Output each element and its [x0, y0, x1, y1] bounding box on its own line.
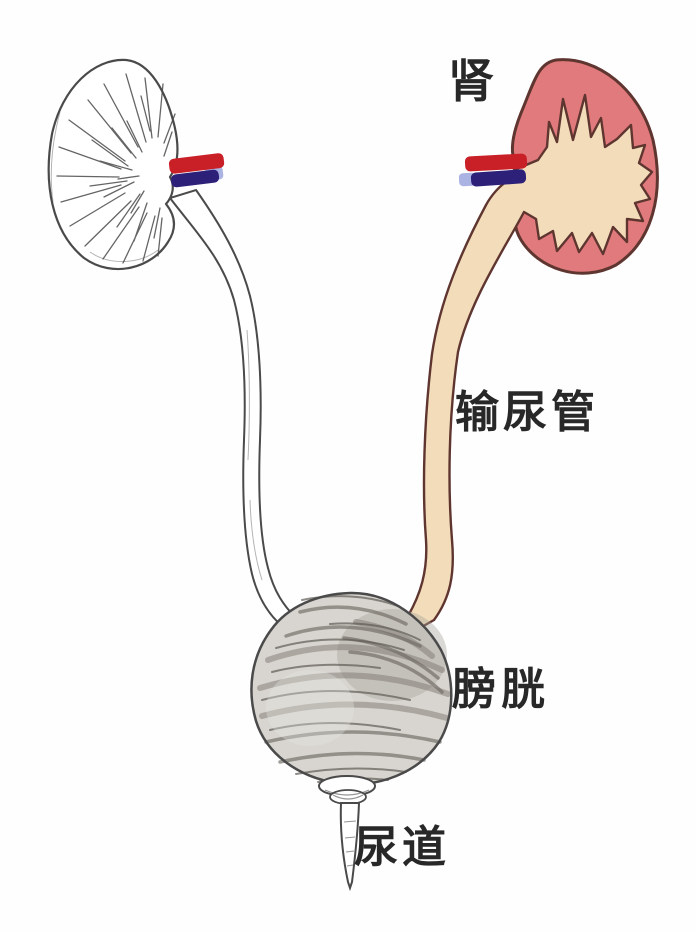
bladder-highlight — [266, 670, 354, 746]
right-renal-vein — [470, 169, 527, 187]
left-kidney-sketch — [47, 58, 179, 271]
left-renal-vessels — [168, 153, 225, 188]
left-ureter-sketch-accent — [246, 329, 263, 581]
left-renal-artery — [168, 153, 225, 174]
left-renal-vein — [171, 169, 220, 188]
bladder — [250, 591, 453, 786]
bladder-muscle-bands-mid — [264, 605, 444, 764]
kidney-striations — [56, 73, 176, 264]
left-kidney-inner-line — [50, 111, 159, 263]
urethra-tube — [339, 802, 361, 892]
neck-sketch-lines — [324, 789, 370, 800]
right-kidney-illustration — [406, 58, 659, 630]
bladder-label: 膀胱 — [452, 665, 550, 714]
right-renal-vessels — [458, 153, 528, 187]
bladder-muscle-bands-soft — [257, 619, 451, 721]
urethra-label: 尿道 — [354, 823, 450, 872]
right-renal-artery — [464, 153, 528, 172]
neck-ring-inner — [329, 789, 367, 805]
left-ureter-tube — [168, 188, 298, 628]
ureter-label: 输尿管 — [455, 388, 599, 437]
kidney-label: 肾 — [448, 55, 494, 107]
left-ureter — [168, 188, 298, 628]
bladder-neck — [318, 775, 376, 805]
urethra-ticks — [343, 820, 357, 867]
urethra — [339, 802, 361, 892]
renal-pelvis-and-right-ureter — [406, 93, 654, 630]
